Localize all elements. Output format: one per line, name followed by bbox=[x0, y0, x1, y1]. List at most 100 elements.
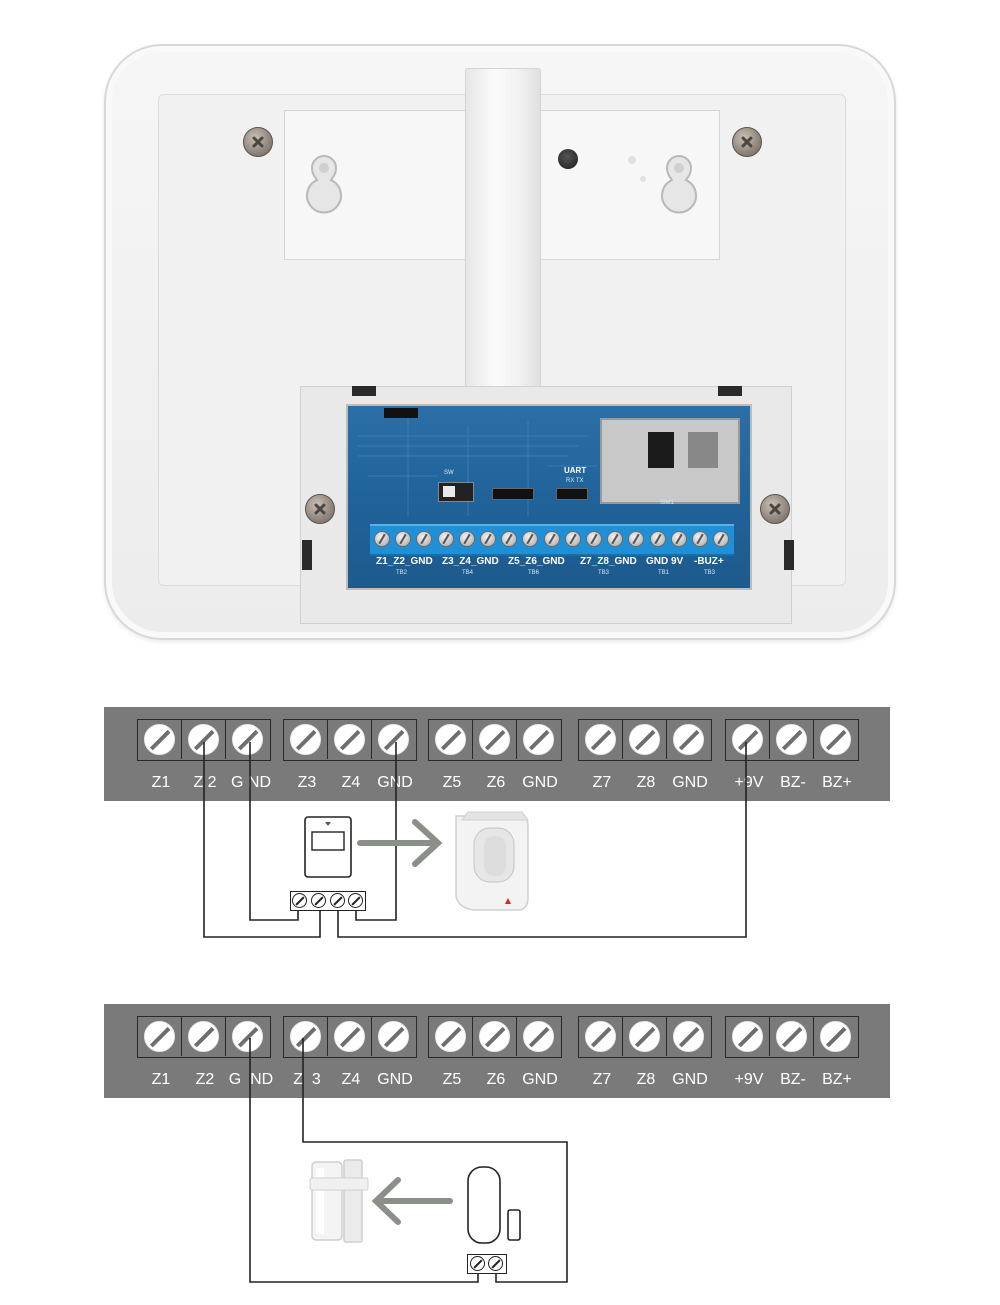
terminal-label: GND bbox=[522, 774, 558, 791]
terminal-label: Z5_Z6_GND bbox=[508, 556, 565, 567]
screw-icon[interactable] bbox=[692, 531, 708, 547]
screw-icon[interactable] bbox=[334, 1021, 365, 1052]
terminal-group bbox=[578, 719, 712, 761]
terminal-label: +9V bbox=[734, 1071, 764, 1088]
screw-icon[interactable] bbox=[523, 1021, 554, 1052]
door-schematic-icon bbox=[467, 1166, 521, 1244]
screw-icon[interactable] bbox=[670, 531, 687, 547]
screw-icon[interactable] bbox=[586, 531, 602, 547]
terminal-cell bbox=[726, 1017, 770, 1056]
terminal-label: Z8 bbox=[636, 1071, 656, 1088]
screw-icon[interactable] bbox=[458, 531, 475, 547]
screw-icon[interactable] bbox=[713, 531, 730, 547]
screw-icon[interactable] bbox=[435, 1021, 466, 1052]
screw-icon[interactable] bbox=[232, 1021, 263, 1052]
screw-icon[interactable] bbox=[732, 1021, 763, 1052]
terminal-cell bbox=[473, 720, 517, 759]
terminal-cell bbox=[517, 1017, 561, 1056]
terminal-label: Z2 bbox=[195, 1071, 215, 1088]
arrow-right-icon bbox=[357, 819, 443, 867]
screw-icon[interactable] bbox=[480, 531, 496, 547]
terminal-group bbox=[283, 719, 417, 761]
terminal-cell bbox=[667, 1017, 711, 1056]
screw-icon[interactable] bbox=[649, 531, 666, 547]
screw-icon[interactable] bbox=[144, 724, 175, 755]
screw-icon[interactable] bbox=[188, 724, 219, 755]
screw-icon[interactable] bbox=[607, 531, 624, 547]
terminal-label: BZ- bbox=[780, 774, 806, 791]
screw-icon[interactable] bbox=[673, 724, 704, 755]
terminal-cell bbox=[579, 1017, 623, 1056]
terminal-group bbox=[428, 1016, 562, 1058]
circuit-board: SW UART RX TX SIM1 Z1_Z2_GND TB2 Z3_Z4_G… bbox=[346, 404, 752, 590]
screw-icon[interactable] bbox=[437, 531, 454, 547]
terminal-group bbox=[137, 1016, 271, 1058]
screw-icon[interactable] bbox=[311, 893, 326, 908]
terminal-cell bbox=[814, 720, 858, 759]
screw-icon[interactable] bbox=[585, 724, 616, 755]
terminal-cell bbox=[517, 720, 561, 759]
screw-icon[interactable] bbox=[470, 1256, 485, 1271]
screw-icon[interactable] bbox=[144, 1021, 175, 1052]
screw-icon[interactable] bbox=[334, 724, 365, 755]
screw-icon[interactable] bbox=[673, 1021, 704, 1052]
screw-icon[interactable] bbox=[290, 1021, 321, 1052]
pin-header bbox=[492, 488, 534, 500]
screw-icon[interactable] bbox=[374, 531, 390, 547]
screw-icon[interactable] bbox=[732, 724, 763, 755]
terminal-label: GND bbox=[377, 1071, 413, 1088]
terminal-cell bbox=[182, 720, 226, 759]
screw-icon[interactable] bbox=[232, 724, 263, 755]
terminal-cell bbox=[182, 1017, 226, 1056]
screw-icon[interactable] bbox=[416, 531, 433, 547]
screw-icon[interactable] bbox=[523, 724, 554, 755]
terminal-label: GND bbox=[377, 774, 413, 791]
screw-icon[interactable] bbox=[522, 531, 539, 547]
terminal-cell bbox=[770, 1017, 814, 1056]
screw-icon[interactable] bbox=[395, 531, 412, 547]
terminal-label: GND 9V bbox=[646, 556, 684, 567]
terminal-group bbox=[428, 719, 562, 761]
screw-icon[interactable] bbox=[348, 893, 363, 908]
terminal-cell bbox=[284, 1017, 328, 1056]
screw-icon[interactable] bbox=[290, 724, 321, 755]
door-contact-icon bbox=[309, 1159, 369, 1243]
screw-icon[interactable] bbox=[188, 1021, 219, 1052]
screw-icon[interactable] bbox=[820, 1021, 851, 1052]
terminal-label: Z1 bbox=[151, 1071, 171, 1088]
arrow-left-icon bbox=[371, 1177, 453, 1225]
screw-icon[interactable] bbox=[378, 1021, 409, 1052]
terminal-label: BZ+ bbox=[822, 774, 852, 791]
pir-schematic-icon bbox=[304, 816, 352, 878]
screw-icon[interactable] bbox=[628, 531, 645, 547]
uart-header bbox=[556, 488, 588, 500]
screw-icon[interactable] bbox=[564, 531, 581, 547]
screw-icon[interactable] bbox=[479, 1021, 510, 1052]
screw-icon[interactable] bbox=[330, 893, 345, 908]
terminal-label: GND bbox=[672, 1071, 708, 1088]
screw-icon[interactable] bbox=[479, 724, 510, 755]
screw-icon[interactable] bbox=[820, 724, 851, 755]
terminal-cell bbox=[814, 1017, 858, 1056]
screw-icon[interactable] bbox=[543, 531, 560, 547]
door-terminal-block bbox=[467, 1254, 507, 1274]
screw-icon[interactable] bbox=[488, 1256, 503, 1271]
terminal-cell bbox=[429, 1017, 473, 1056]
screw-icon[interactable] bbox=[629, 1021, 660, 1052]
screw-icon[interactable] bbox=[435, 724, 466, 755]
screw-icon[interactable] bbox=[629, 724, 660, 755]
screw-icon[interactable] bbox=[585, 1021, 616, 1052]
terminal-cell bbox=[579, 720, 623, 759]
terminal-cell bbox=[770, 720, 814, 759]
pir-terminal-block bbox=[290, 891, 366, 911]
screw-icon[interactable] bbox=[378, 724, 409, 755]
screw-icon[interactable] bbox=[776, 1021, 807, 1052]
terminal-cell bbox=[473, 1017, 517, 1056]
dip-switch[interactable] bbox=[438, 482, 474, 502]
terminal-label: GND bbox=[522, 1071, 558, 1088]
screw-icon[interactable] bbox=[292, 893, 307, 908]
screw-icon[interactable] bbox=[776, 724, 807, 755]
terminal-label: Z7 bbox=[592, 1071, 612, 1088]
screw-icon[interactable] bbox=[501, 531, 518, 547]
